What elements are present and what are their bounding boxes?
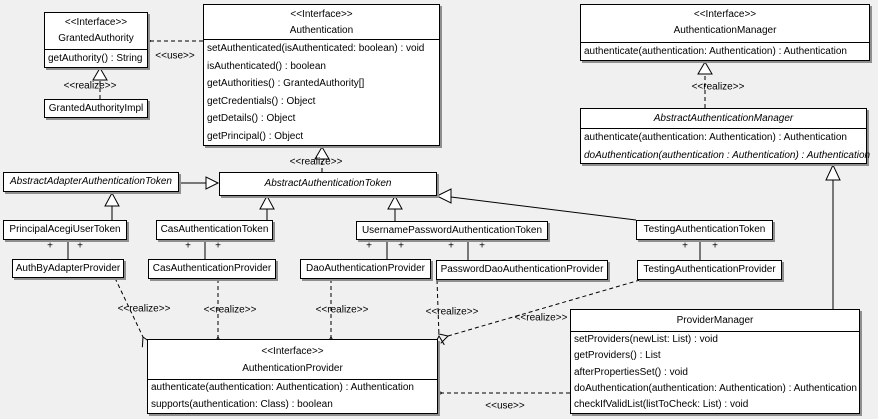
association-edges: [67, 240, 701, 260]
class-name: UsernamePasswordAuthenticationToken: [361, 224, 543, 236]
class-method: getPrincipal() : Object: [207, 130, 304, 142]
class-box-granted-authority[interactable]: <<Interface>> GrantedAuthority getAuthor…: [44, 12, 148, 68]
class-name: PrincipalAcegiUserToken: [9, 224, 121, 235]
realize-label: <<realize>>: [315, 304, 369, 316]
class-name: GrantedAuthorityImpl: [48, 102, 144, 114]
class-box-authentication-manager[interactable]: <<Interface>> AuthenticationManager auth…: [580, 4, 870, 61]
class-method: doAuthentication(authentication: Authent…: [574, 382, 857, 394]
class-box-granted-authority-impl[interactable]: GrantedAuthorityImpl: [44, 99, 148, 118]
compartment-divider: [581, 42, 869, 43]
class-method: getDetails() : Object: [207, 113, 296, 124]
realize-label: <<realize>>: [203, 304, 257, 316]
class-method: checkIfValidList(listToCheck: List) : vo…: [574, 399, 749, 411]
realize-label: <<realize>>: [425, 306, 479, 318]
class-stereotype: <<Interface>>: [64, 17, 128, 28]
multiplicity-plus: +: [398, 240, 404, 252]
class-method: authenticate(authentication: Authenticat…: [151, 382, 414, 393]
class-box-authentication-provider[interactable]: <<Interface>> AuthenticationProvider aut…: [147, 339, 438, 414]
class-method: setAuthenticated(isAuthenticated: boolea…: [207, 43, 425, 54]
class-name: AuthenticationProvider: [242, 363, 343, 374]
class-stereotype: <<Interface>>: [261, 346, 324, 357]
class-method: getProviders() : List: [574, 350, 661, 362]
class-box-cas-authentication-token[interactable]: CasAuthenticationToken: [156, 220, 273, 240]
use-label: <<use>>: [485, 400, 525, 412]
class-method: isAuthenticated() : boolean: [207, 60, 326, 72]
realize-label: <<realize>>: [289, 156, 343, 168]
class-box-authentication[interactable]: <<Interface>> Authentication setAuthenti…: [203, 4, 440, 146]
class-name: AbstractAuthenticationManager: [653, 113, 794, 124]
class-box-auth-by-adapter-provider[interactable]: AuthByAdapterProvider: [12, 259, 124, 278]
class-method: supports(authentication: Class) : boolea…: [151, 398, 333, 410]
realize-label: <<realize>>: [691, 81, 745, 93]
class-box-principal-acegi-user-token[interactable]: PrincipalAcegiUserToken: [3, 220, 127, 240]
compartment-divider: [204, 39, 439, 40]
class-method: authenticate(authentication: Authenticat…: [584, 132, 847, 143]
class-box-abstract-authentication-manager[interactable]: AbstractAuthenticationManager authentica…: [580, 108, 871, 164]
multiplicity-plus: +: [448, 240, 454, 252]
realize-arrow-edges: [114, 277, 641, 348]
realize-label: <<realize>>: [117, 303, 171, 315]
multiplicity-plus: +: [479, 240, 485, 252]
multiplicity-plus: +: [215, 240, 221, 252]
class-method: setProviders(newList: List) : void: [574, 334, 718, 345]
class-name: TestingAuthenticationProvider: [643, 264, 776, 275]
class-name: AuthenticationManager: [673, 25, 777, 36]
class-box-testing-authentication-provider[interactable]: TestingAuthenticationProvider: [637, 260, 782, 280]
class-name: DaoAuthenticationProvider: [306, 263, 425, 274]
realize-label: <<realize>>: [63, 80, 117, 92]
compartment-divider: [45, 49, 147, 50]
class-box-cas-authentication-provider[interactable]: CasAuthenticationProvider: [148, 259, 276, 279]
class-box-password-dao-authentication-provider[interactable]: PasswordDaoAuthenticationProvider: [436, 260, 608, 280]
class-box-dao-authentication-provider[interactable]: DaoAuthenticationProvider: [300, 259, 431, 279]
class-name: PasswordDaoAuthenticationProvider: [440, 264, 604, 275]
class-method: getAuthority() : String: [48, 53, 143, 64]
class-stereotype: <<Interface>>: [290, 9, 353, 20]
class-method: getAuthorities() : GrantedAuthority[]: [207, 78, 365, 89]
multiplicity-plus: +: [185, 240, 191, 252]
class-name: CasAuthenticationProvider: [152, 263, 272, 274]
class-name: Authentication: [289, 25, 354, 36]
class-box-testing-authentication-token[interactable]: TestingAuthenticationToken: [636, 220, 773, 240]
multiplicity-plus: +: [712, 240, 718, 252]
class-box-abstract-authentication-token[interactable]: AbstractAuthenticationToken: [219, 172, 437, 196]
class-name: AbstractAdapterAuthenticationToken: [10, 176, 172, 187]
class-method: getCredentials() : Object: [207, 95, 316, 107]
class-name: AbstractAuthenticationToken: [264, 178, 392, 189]
multiplicity-plus: +: [47, 240, 53, 252]
class-name: CasAuthenticationToken: [160, 224, 269, 235]
class-box-abstract-adapter-authentication-token[interactable]: AbstractAdapterAuthenticationToken: [3, 172, 179, 192]
use-label: <<use>>: [155, 50, 195, 62]
class-method: afterPropertiesSet() : void: [574, 366, 688, 378]
multiplicity-plus: +: [682, 240, 688, 252]
multiplicity-plus: +: [366, 240, 372, 252]
class-box-provider-manager[interactable]: ProviderManager setProviders(newList: Li…: [570, 309, 860, 414]
compartment-divider: [571, 331, 859, 332]
multiplicity-plus: +: [77, 240, 83, 252]
realize-label: <<realize>>: [514, 312, 568, 324]
class-name: GrantedAuthority: [58, 33, 134, 44]
compartment-divider: [581, 128, 866, 129]
class-name: TestingAuthenticationToken: [643, 224, 766, 235]
compartment-divider: [148, 379, 437, 380]
class-stereotype: <<Interface>>: [693, 9, 757, 20]
class-name: AuthByAdapterProvider: [15, 262, 121, 274]
class-method: authenticate(authentication: Authenticat…: [584, 46, 847, 57]
class-name: ProviderManager: [676, 315, 754, 326]
class-method: doAuthentication(authentication : Authen…: [584, 149, 871, 161]
class-box-username-password-authentication-token[interactable]: UsernamePasswordAuthenticationToken: [356, 221, 548, 240]
